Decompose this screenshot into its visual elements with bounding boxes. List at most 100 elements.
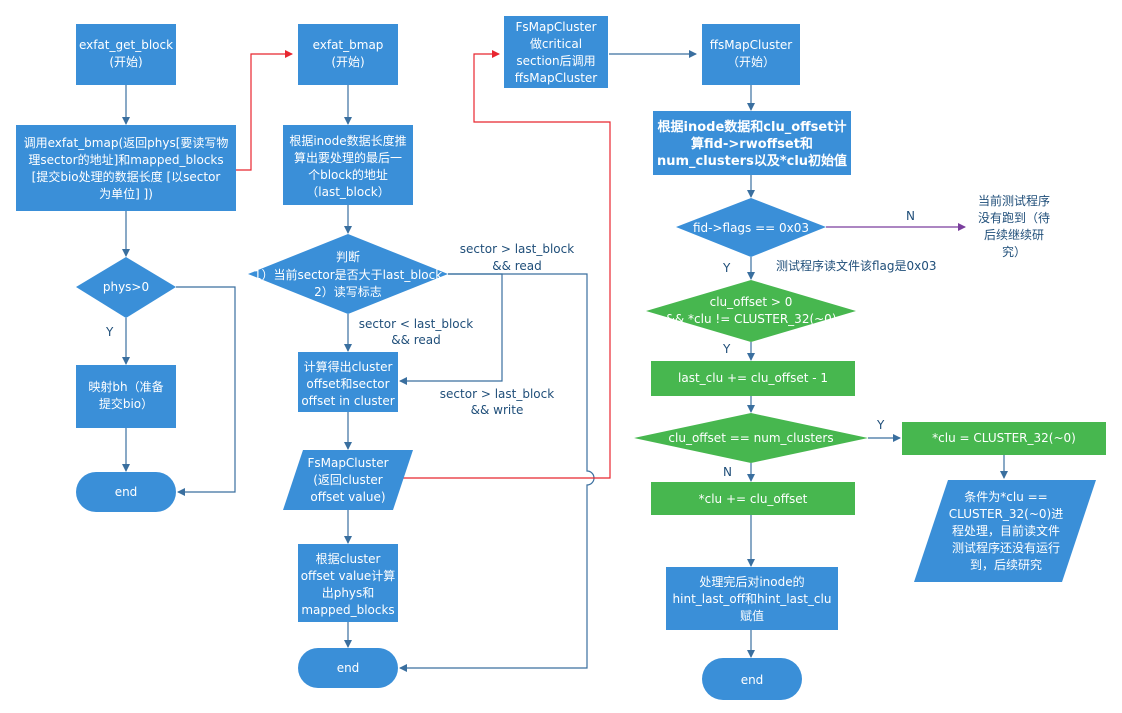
col1-call-line3: [提交bio处理的数据长度 [以sector bbox=[32, 169, 221, 184]
col2-decision-node: 判断 1）当前sector是否大于last_block 2）读写标志 bbox=[248, 234, 448, 314]
col3-critical-line4: ffsMapCluster bbox=[515, 71, 598, 85]
col2-start-line1: exfat_bmap bbox=[313, 38, 384, 52]
col4-cond-line3: 程处理，目前读文件 bbox=[952, 523, 1060, 538]
col4-calc-line3: num_clusters以及*clu初始值 bbox=[657, 153, 847, 169]
col2-cluster-line2: offset和sector bbox=[306, 377, 389, 391]
col1-yes-label: Y bbox=[105, 325, 114, 339]
col2-gt-read-label2: && read bbox=[492, 259, 542, 273]
col2-fsmap-line1: FsMapCluster bbox=[307, 456, 388, 470]
col1-start-line2: (开始) bbox=[109, 55, 142, 69]
col4-end-node: end bbox=[702, 658, 802, 700]
col2-gt-read-label1: sector > last_block bbox=[460, 242, 574, 256]
col4-calc-line2: 算fid->rwoffset和 bbox=[691, 136, 813, 152]
col4-last-clu-node: last_clu += clu_offset - 1 bbox=[651, 361, 855, 396]
col4-flags-node: fid->flags == 0x03 bbox=[676, 198, 826, 257]
col1-start-node: exfat_get_block (开始) bbox=[76, 24, 176, 85]
col2-decision-line3: 2）读写标志 bbox=[314, 285, 382, 299]
col2-fsmap-node: FsMapCluster (返回cluster offset value) bbox=[283, 450, 413, 510]
col2-calc-line1: 根据inode数据长度推 bbox=[289, 133, 406, 148]
col4-start-line2: （开始） bbox=[727, 55, 775, 69]
col4-clu-add-node: *clu += clu_offset bbox=[651, 482, 855, 515]
col4-cond-line5: 到，后续研究 bbox=[970, 557, 1042, 572]
col3-critical-line1: FsMapCluster bbox=[515, 20, 596, 34]
col2-phys-node: 根据cluster offset value计算 出phys和 mapped_b… bbox=[298, 544, 398, 622]
col4-num-n-label: N bbox=[723, 465, 732, 479]
col4-start-node: ffsMapCluster （开始） bbox=[702, 24, 800, 85]
col2-end-text: end bbox=[337, 661, 360, 675]
col4-clu-check-node: clu_offset > 0 && *clu != CLUSTER_32(~0) bbox=[646, 280, 856, 342]
col1-call-line4: 为单位] ]) bbox=[99, 186, 153, 201]
col4-untested-line4: 究） bbox=[1002, 244, 1026, 259]
col1-end-node: end bbox=[76, 472, 176, 512]
col4-clu-check-line1: clu_offset > 0 bbox=[710, 295, 793, 309]
col4-end-text: end bbox=[741, 673, 764, 687]
col4-start-line1: ffsMapCluster bbox=[710, 38, 793, 52]
col2-calc-line4: （last_block） bbox=[306, 185, 390, 199]
col2-start-line2: (开始) bbox=[331, 55, 364, 69]
col2-cluster-line3: offset in cluster bbox=[301, 394, 394, 408]
col4-clu-check-line2: && *clu != CLUSTER_32(~0) bbox=[666, 312, 837, 326]
col2-lt-read-label1: sector < last_block bbox=[359, 317, 473, 331]
red-connectors bbox=[236, 50, 611, 479]
col4-clu-set-node: *clu = CLUSTER_32(~0) bbox=[902, 422, 1106, 455]
col2-gt-write-label2: && write bbox=[471, 403, 524, 417]
col2-fsmap-line3: offset value) bbox=[310, 490, 385, 504]
connectors bbox=[122, 50, 1008, 672]
col1-map-line2: 提交bio） bbox=[99, 396, 153, 411]
col1-call-line1: 调用exfat_bmap(返回phys[要读写物 bbox=[24, 136, 229, 150]
col4-num-check-text: clu_offset == num_clusters bbox=[668, 431, 833, 445]
col2-decision-line2: 1）当前sector是否大于last_block bbox=[254, 267, 442, 282]
col4-flags-note: 测试程序读文件该flag是0x03 bbox=[776, 258, 937, 273]
col4-hint-node: 处理完后对inode的 hint_last_off和hint_last_clu … bbox=[666, 567, 838, 630]
col2-cluster-line1: 计算得出cluster bbox=[304, 359, 393, 374]
col4-untested-line3: 后续继续研 bbox=[984, 228, 1044, 242]
col1-decision-text: phys>0 bbox=[103, 280, 149, 294]
col4-cond-note-node: 条件为*clu == CLUSTER_32(~0)进 程处理，目前读文件 测试程… bbox=[914, 480, 1096, 582]
col2-phys-line2: offset value计算 bbox=[301, 568, 396, 583]
col4-cond-line4: 测试程序还没有运行 bbox=[952, 540, 1060, 555]
col1-call-line2: 理sector的地址]和mapped_blocks bbox=[28, 152, 223, 167]
col2-end-node: end bbox=[298, 648, 398, 688]
col4-calc-node: 根据inode数据和clu_offset计 算fid->rwoffset和 nu… bbox=[653, 111, 851, 175]
col4-last-clu-text: last_clu += clu_offset - 1 bbox=[678, 371, 828, 385]
col4-clu-add-text: *clu += clu_offset bbox=[699, 492, 808, 506]
col2-phys-line4: mapped_blocks bbox=[301, 603, 394, 617]
col2-decision-line1: 判断 bbox=[336, 249, 360, 264]
col1-map-node: 映射bh（准备 提交bio） bbox=[76, 365, 176, 428]
col3-critical-line2: 做critical bbox=[530, 36, 582, 51]
col2-gt-write-label1: sector > last_block bbox=[440, 387, 554, 401]
col2-calc-node: 根据inode数据长度推 算出要处理的最后一 个block的地址 （last_b… bbox=[283, 125, 413, 205]
col1-start-line1: exfat_get_block bbox=[79, 38, 173, 52]
col4-cond-line1: 条件为*clu == bbox=[964, 490, 1047, 504]
col4-num-check-node: clu_offset == num_clusters bbox=[634, 413, 868, 463]
arrow-call-to-bmap bbox=[236, 50, 293, 171]
col4-untested-line1: 当前测试程序 bbox=[978, 193, 1050, 208]
col2-calc-line2: 算出要处理的最后一 bbox=[294, 150, 402, 165]
col1-end-text: end bbox=[115, 485, 138, 499]
col2-start-node: exfat_bmap (开始) bbox=[298, 24, 398, 85]
col4-hint-line1: 处理完后对inode的 bbox=[699, 574, 804, 589]
col4-flags-n-label: N bbox=[906, 209, 915, 223]
col2-phys-line3: 出phys和 bbox=[322, 586, 375, 600]
arrow-fsmap-to-critical bbox=[398, 50, 611, 479]
col4-num-y-label: Y bbox=[876, 418, 885, 432]
col4-hint-line3: 赋值 bbox=[740, 608, 764, 623]
col4-flags-y-label: Y bbox=[722, 261, 731, 275]
col4-flags-text: fid->flags == 0x03 bbox=[693, 221, 809, 235]
col4-y2-label: Y bbox=[722, 342, 731, 356]
col3-critical-line3: section后调用 bbox=[516, 54, 595, 68]
col1-map-line1: 映射bh（准备 bbox=[88, 379, 163, 394]
col4-cond-line2: CLUSTER_32(~0)进 bbox=[949, 507, 1063, 521]
col4-hint-line2: hint_last_off和hint_last_clu bbox=[673, 592, 832, 606]
col3-critical-node: FsMapCluster 做critical section后调用 ffsMap… bbox=[504, 16, 608, 88]
col1-decision-node: phys>0 bbox=[76, 257, 176, 318]
col2-lt-read-label2: && read bbox=[391, 333, 441, 347]
col4-clu-set-text: *clu = CLUSTER_32(~0) bbox=[932, 431, 1076, 445]
col4-untested-note: 当前测试程序 没有跑到（待 后续继续研 究） bbox=[978, 193, 1050, 259]
col2-calc-line3: 个block的地址 bbox=[308, 167, 388, 182]
col4-calc-line1: 根据inode数据和clu_offset计 bbox=[658, 119, 847, 135]
col2-fsmap-line2: (返回cluster bbox=[313, 473, 383, 487]
col4-untested-line2: 没有跑到（待 bbox=[978, 210, 1050, 225]
arrow-no-to-end bbox=[176, 286, 236, 496]
